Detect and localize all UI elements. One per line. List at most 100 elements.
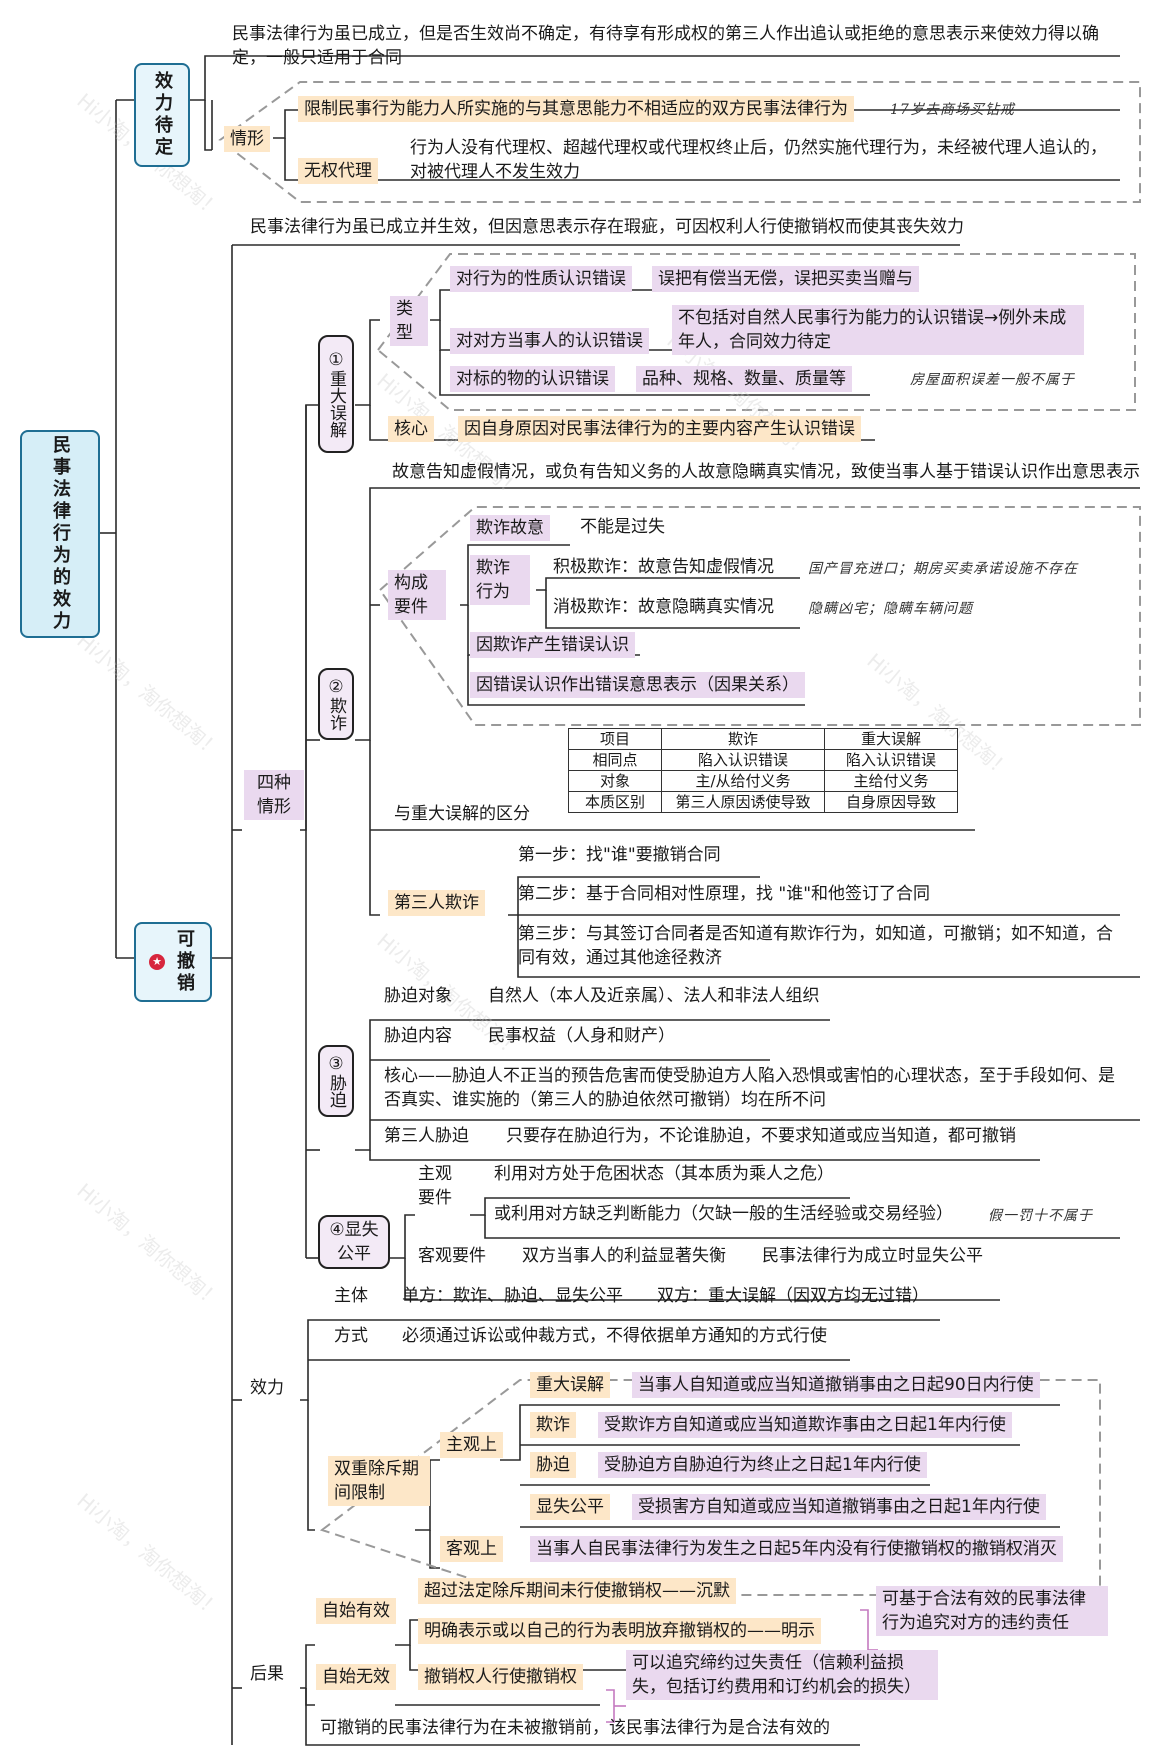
fraud-active: 积极欺诈：故意告知虚假情况 bbox=[553, 557, 774, 577]
mistake-type3-example: 品种、规格、数量、质量等 bbox=[636, 366, 852, 392]
table-cell: 主/从给付义务 bbox=[661, 770, 825, 792]
effect-p3: 受胁迫方自胁迫行为终止之日起1年内行使 bbox=[598, 1452, 927, 1478]
result-void-note: 可以追究缔约过失责任（信赖利益损失，包括订约费用和订约机会的损失） bbox=[626, 1650, 938, 1700]
effect-p2-label: 欺诈 bbox=[530, 1412, 576, 1438]
root-node[interactable]: 民事法律行为的效力 bbox=[20, 430, 100, 638]
effect-p4-label: 显失公平 bbox=[530, 1494, 610, 1520]
fraud-passive: 消极欺诈：故意隐瞒真实情况 bbox=[553, 597, 774, 617]
result-void1: 撤销权人行使撤销权 bbox=[418, 1664, 583, 1690]
unfair-subj-label: 主观要件 bbox=[418, 1164, 452, 1208]
table-cell: 相同点 bbox=[568, 749, 662, 771]
result-valid2: 明确表示或以自己的行为表明放弃撤销权的——明示 bbox=[418, 1618, 821, 1644]
unfair-node[interactable]: ④显失公平 bbox=[318, 1215, 390, 1269]
fraud-node[interactable]: ②欺诈 bbox=[318, 668, 354, 740]
table-row: 相同点陷入认识错误陷入认识错误 bbox=[568, 749, 958, 771]
table-row: 项目欺诈重大误解 bbox=[568, 728, 958, 750]
result-valid-note: 可基于合法有效的民事法律行为追究对方的违约责任 bbox=[876, 1586, 1108, 1636]
fraud-element3: 因欺诈产生错误认识 bbox=[470, 632, 635, 658]
pending-situation1: 限制民事行为能力人所实施的与其意思能力不相适应的双方民事法律行为 bbox=[298, 96, 854, 122]
mistake-types-label: 类型 bbox=[390, 296, 428, 346]
duress-core: 核心——胁迫人不正当的预告危害而使受胁迫方人陷入恐惧或害怕的心理状态，至于手段如… bbox=[384, 1066, 1115, 1110]
fraud-step3: 第三步：与其签订合同者是否知道有欺诈行为，如知道，可撤销；如不知道，合同有效，通… bbox=[518, 924, 1113, 968]
mistake-label: ①重大误解 bbox=[326, 350, 346, 438]
fraud-step1: 第一步：找"谁"要撤销合同 bbox=[518, 845, 721, 865]
duress-third-label: 第三人胁迫 bbox=[384, 1126, 469, 1146]
fraud-act-label: 欺诈行为 bbox=[470, 555, 530, 605]
unfair-subj2: 或利用对方缺乏判断能力（欠缺一般的生活经验或交易经验） bbox=[494, 1204, 953, 1224]
mistake-type3: 对标的物的认识错误 bbox=[450, 366, 615, 392]
effect-subject: 单方：欺诈、胁迫、显失公平 双方：重大误解（因双方均无过错） bbox=[402, 1286, 929, 1306]
root-label: 民事法律行为的效力 bbox=[50, 435, 71, 633]
table-cell: 主给付义务 bbox=[824, 770, 958, 792]
effect-p3-label: 胁迫 bbox=[530, 1452, 576, 1478]
effect-period-label: 双重除斥期间限制 bbox=[328, 1456, 430, 1506]
four-situations-label: 四种情形 bbox=[244, 770, 304, 820]
unfair-subj2-note: 假一罚十不属于 bbox=[988, 1208, 1093, 1224]
table-cell: 对象 bbox=[568, 770, 662, 792]
fraud-passive-note: 隐瞒凶宅；隐瞒车辆问题 bbox=[808, 601, 973, 617]
revocable-node[interactable]: ★ 可撤销 bbox=[134, 922, 212, 1002]
fraud-third-label: 第三人欺诈 bbox=[388, 890, 485, 916]
unfair-obj: 双方当事人的利益显著失衡 bbox=[522, 1246, 726, 1266]
fraud-step2: 第二步：基于合同相对性原理，找 "谁"和他签订了合同 bbox=[518, 884, 931, 904]
pending-agency-label: 无权代理 bbox=[298, 158, 378, 184]
revocable-definition: 民事法律行为虽已成立并生效，但因意思表示存在瑕疵，可因权利人行使撤销权而使其丧失… bbox=[250, 217, 964, 237]
table-cell: 自身原因导致 bbox=[824, 791, 958, 813]
effect-p4: 受损害方自知道或应当知道撤销事由之日起1年内行使 bbox=[632, 1494, 1046, 1520]
unfair-label: ④显失公平 bbox=[329, 1220, 379, 1264]
effect-p1-label: 重大误解 bbox=[530, 1372, 610, 1398]
fraud-diff-label: 与重大误解的区分 bbox=[394, 804, 530, 824]
mistake-core-label: 核心 bbox=[388, 416, 434, 442]
duress-node[interactable]: ③胁迫 bbox=[318, 1045, 354, 1117]
duress-label: ③胁迫 bbox=[326, 1054, 346, 1108]
mistake-type2: 对对方当事人的认识错误 bbox=[450, 328, 649, 354]
effect-subject-label: 主体 bbox=[334, 1286, 368, 1306]
effect-method: 必须通过诉讼或仲裁方式，不得依据单方通知的方式行使 bbox=[402, 1326, 827, 1346]
result-valid1: 超过法定除斥期间未行使撤销权——沉默 bbox=[418, 1578, 736, 1604]
duress-content: 民事权益（人身和财产） bbox=[488, 1026, 675, 1046]
mistake-type1-example: 误把有偿当无偿，误把买卖当赠与 bbox=[652, 266, 919, 292]
mistake-node[interactable]: ①重大误解 bbox=[318, 335, 354, 453]
pending-label: 效力待定 bbox=[152, 71, 173, 159]
result-label: 后果 bbox=[250, 1664, 284, 1684]
duress-target-label: 胁迫对象 bbox=[384, 986, 452, 1006]
table-cell: 陷入认识错误 bbox=[824, 749, 958, 771]
unfair-obj-label: 客观要件 bbox=[418, 1246, 486, 1266]
effect-objective: 当事人自民事法律行为发生之日起5年内没有行使撤销权的撤销权消灭 bbox=[530, 1536, 1063, 1562]
table-row: 对象主/从给付义务主给付义务 bbox=[568, 770, 958, 792]
mistake-type2-example: 不包括对自然人民事行为能力的认识错误→例外未成年人，合同效力待定 bbox=[672, 305, 1084, 355]
effect-objective-label: 客观上 bbox=[440, 1536, 503, 1562]
fraud-label: ②欺诈 bbox=[326, 677, 346, 731]
pending-agency-text: 行为人没有代理权、超越代理权或代理权终止后，仍然实施代理行为，未经被代理人追认的… bbox=[410, 138, 1107, 182]
result-final: 可撤销的民事法律行为在未被撤销前，该民事法律行为是合法有效的 bbox=[320, 1718, 830, 1738]
star-icon: ★ bbox=[149, 954, 165, 970]
fraud-definition: 故意告知虚假情况，或负有告知义务的人故意隐瞒真实情况，致使当事人基于错误认识作出… bbox=[392, 462, 1140, 482]
mistake-type1: 对行为的性质认识错误 bbox=[450, 266, 632, 292]
fraud-active-note: 国产冒充进口；期房买卖承诺设施不存在 bbox=[808, 561, 1078, 577]
duress-target: 自然人（本人及近亲属）、法人和非法人组织 bbox=[488, 986, 820, 1006]
effect-method-label: 方式 bbox=[334, 1326, 368, 1346]
comparison-table: 项目欺诈重大误解 相同点陷入认识错误陷入认识错误 对象主/从给付义务主给付义务 … bbox=[568, 728, 958, 813]
unfair-obj2: 民事法律行为成立时显失公平 bbox=[762, 1246, 983, 1266]
effect-p1: 当事人自知道或应当知道撤销事由之日起90日内行使 bbox=[632, 1372, 1040, 1398]
mistake-type3-note: 房屋面积误差一般不属于 bbox=[910, 372, 1075, 388]
mistake-core: 因自身原因对民事法律行为的主要内容产生认识错误 bbox=[458, 416, 861, 442]
effect-subjective-label: 主观上 bbox=[440, 1432, 503, 1458]
pending-node[interactable]: 效力待定 bbox=[134, 63, 190, 167]
table-cell: 本质区别 bbox=[568, 791, 662, 813]
pending-definition: 民事法律行为虽已成立，但是否生效尚不确定，有待享有形成权的第三人作出追认或拒绝的… bbox=[232, 24, 1099, 68]
table-cell: 陷入认识错误 bbox=[661, 749, 825, 771]
fraud-element4: 因错误认识作出错误意思表示（因果关系） bbox=[470, 672, 805, 698]
fraud-intent-label: 欺诈故意 bbox=[470, 515, 550, 541]
table-row: 本质区别第三人原因诱使导致自身原因导致 bbox=[568, 791, 958, 813]
pending-situation1-note: 17岁去商场买钻戒 bbox=[890, 102, 1015, 118]
result-valid-label: 自始有效 bbox=[316, 1598, 396, 1624]
table-cell: 第三人原因诱使导致 bbox=[661, 791, 825, 813]
pending-situations-label: 情形 bbox=[224, 126, 270, 152]
duress-content-label: 胁迫内容 bbox=[384, 1026, 452, 1046]
duress-third: 只要存在胁迫行为，不论谁胁迫，不要求知道或应当知道，都可撤销 bbox=[506, 1126, 1016, 1146]
effect-p2: 受欺诈方自知道或应当知道欺诈事由之日起1年内行使 bbox=[598, 1412, 1012, 1438]
fraud-intent: 不能是过失 bbox=[580, 517, 665, 537]
result-void-label: 自始无效 bbox=[316, 1664, 396, 1690]
unfair-subj1: 利用对方处于危困状态（其本质为乘人之危） bbox=[494, 1164, 834, 1184]
